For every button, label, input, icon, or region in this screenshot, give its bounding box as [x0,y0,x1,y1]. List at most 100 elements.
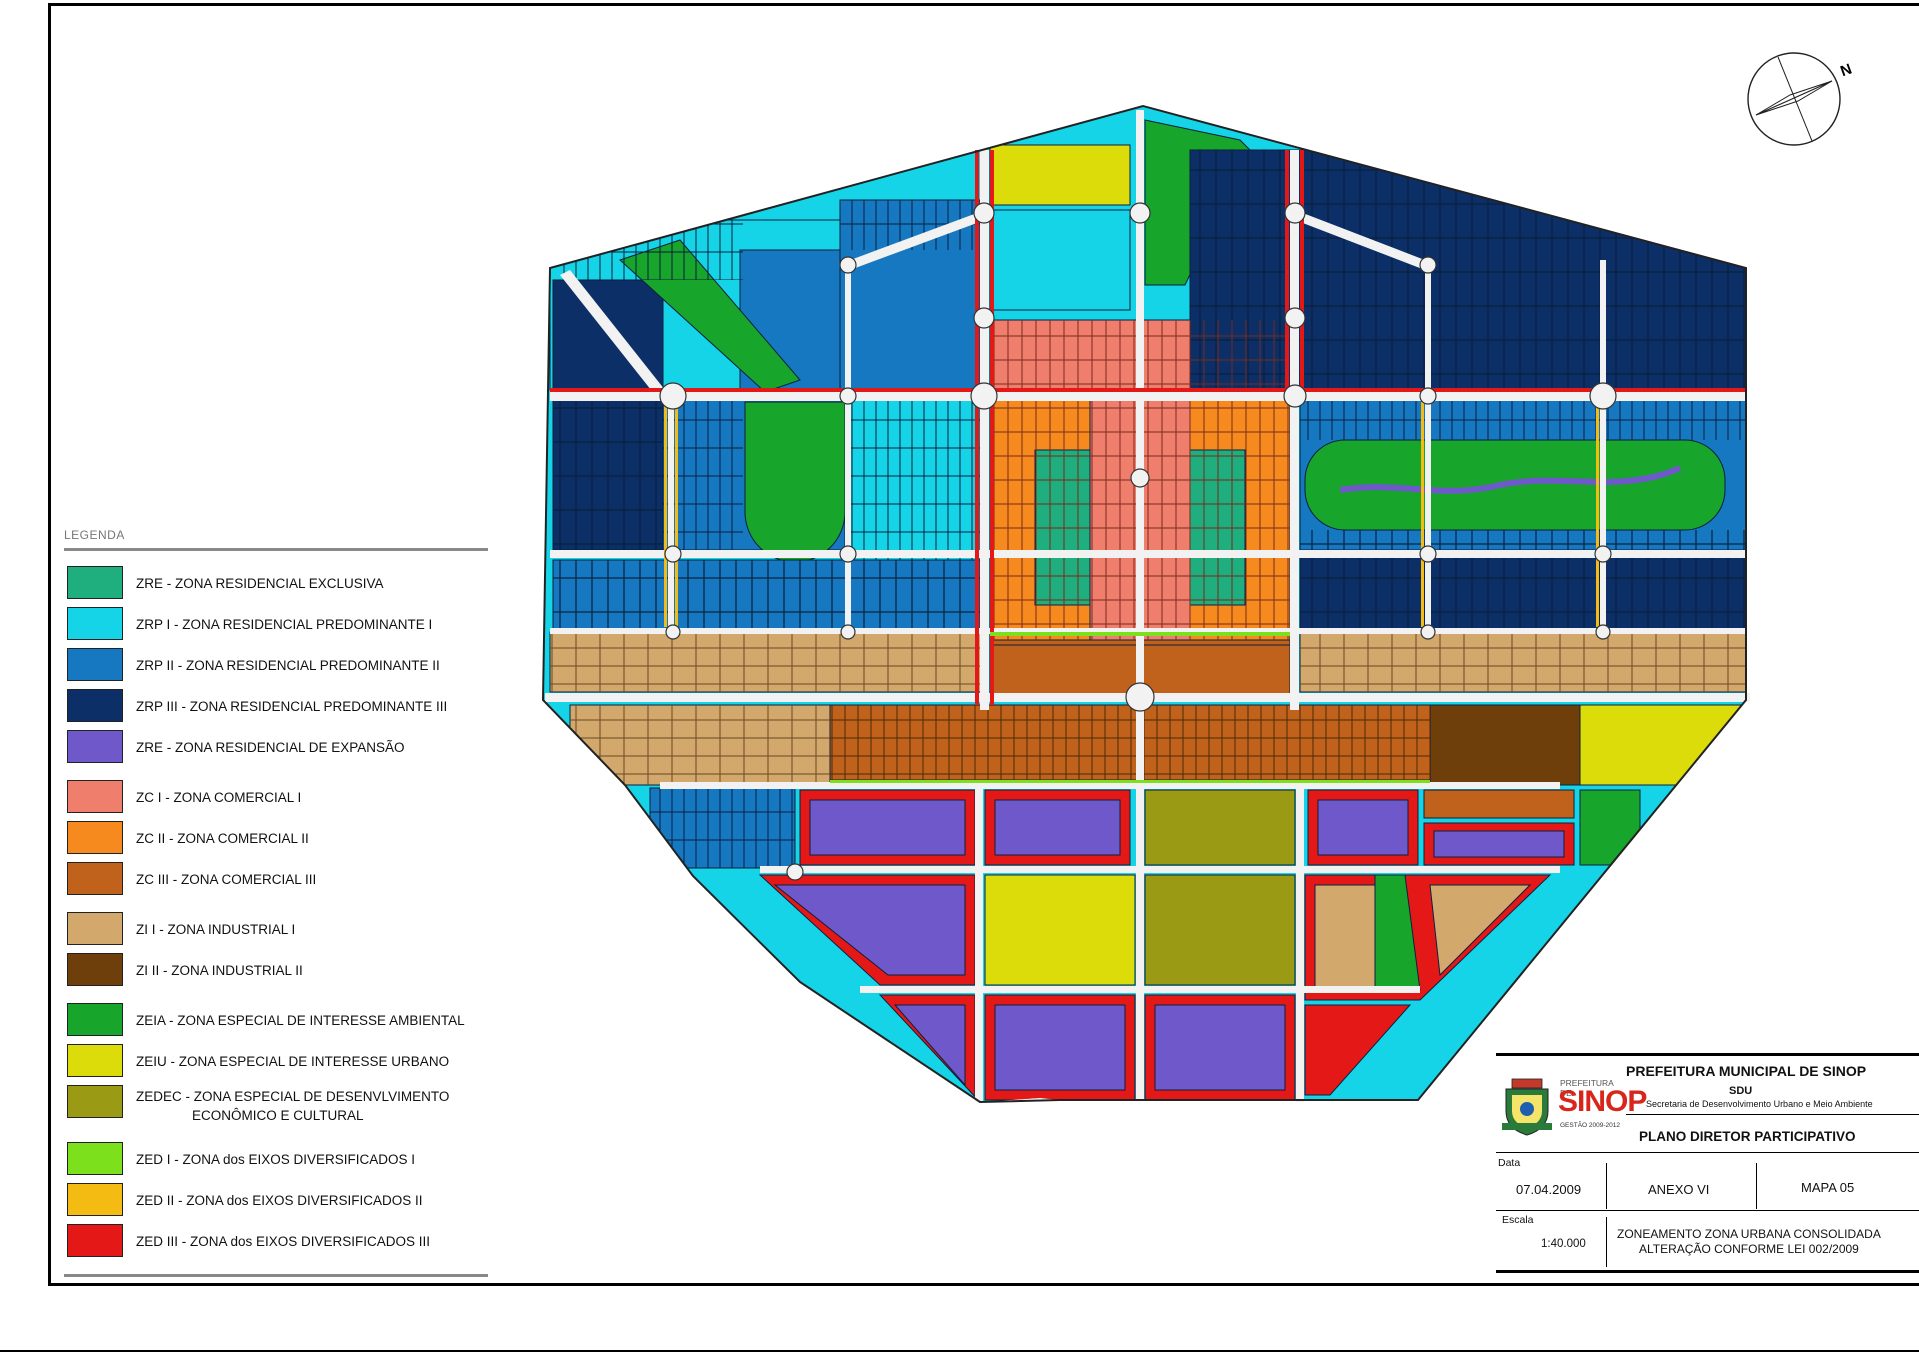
roundabout [1419,545,1437,563]
legend-label: ZED III - ZONA dos EIXOS DIVERSIFICADOS … [136,1234,431,1249]
roundabout [840,624,856,640]
title-block-rule [1626,1114,1919,1115]
legend-label: ZEDEC - ZONA ESPECIAL DE DESENVLVIMENTO … [136,1087,449,1125]
logo-term: GESTÃO 2009-2012 [1560,1122,1620,1129]
zone-zrp1-top [989,209,1131,311]
zone-zc3-small [1423,789,1575,819]
road-vertical-2 [1136,110,1144,1100]
legend: LEGENDA ZRE - ZONA RESIDENCIAL EXCLUSIVA… [64,528,488,1277]
legend-swatch [67,912,123,945]
legend-label: ZEIA - ZONA ESPECIAL DE INTERESSE AMBIEN… [136,1013,465,1028]
compass-circle [1747,52,1841,146]
title-block: PREFEITURA DE SINOP GESTÃO 2009-2012 PRE… [1496,1053,1919,1273]
legend-swatch [67,1224,123,1257]
legend-label: ZC II - ZONA COMERCIAL II [136,831,309,846]
zed3-strip-1 [975,150,979,705]
map-description-line2: ALTERAÇÃO CONFORME LEI 002/2009 [1639,1242,1859,1256]
zed3-strip-4 [1300,150,1304,400]
hatch-right-bottom [1300,530,1746,630]
roundabout [664,545,682,563]
legend-label: ZEIU - ZONA ESPECIAL DE INTERESSE URBANO [136,1054,450,1069]
hatch-residential-bottom-left [650,788,795,868]
legend-label: ZI II - ZONA INDUSTRIAL II [136,963,303,978]
roundabout [1595,624,1611,640]
compass-north-label: N [1838,61,1854,81]
logo-name: SINOP [1558,1085,1647,1118]
zone-zeia-left-park [744,401,846,563]
annex-value: ANEXO VI [1648,1182,1710,1197]
roundabout [1130,468,1150,488]
title-block-divider [1756,1163,1757,1209]
road-horizontal-3 [550,628,1746,634]
legend-swatch [67,730,123,763]
map-zones [543,106,1746,1102]
roundabout [970,382,998,410]
zed2-strip-1 [664,402,667,627]
zone-zrex-block-g [893,1004,966,1087]
legend-swatch [67,780,123,813]
roundabout [1419,256,1437,274]
zed3-strip-6 [1300,388,1746,392]
roundabout [1419,387,1437,405]
roundabout [973,202,995,224]
road-network [545,110,1750,1102]
roundabout [973,307,995,329]
compass-cross-line [1777,56,1813,142]
roundabout [1125,682,1155,712]
legend-top-rule [64,548,488,551]
sinop-logo: PREFEITURA DE SINOP GESTÃO 2009-2012 [1498,1073,1647,1137]
zone-zedec-block-a [1144,789,1296,866]
legend-label-line1: ZEDEC - ZONA ESPECIAL DE DESENVLVIMENTO [136,1089,450,1104]
road-horizontal-1 [550,392,1746,401]
page-bottom-rule [0,1350,1919,1352]
title-block-divider [1606,1217,1607,1267]
zone-zeia-right [1579,789,1641,866]
road-diagonal-corner [560,270,665,395]
road-horizontal-5 [660,782,1560,789]
legend-swatch [67,1044,123,1077]
zone-zi1-block-f [1314,884,1376,991]
zone-zrex-block-i [1154,1004,1286,1091]
hatch-zrp1-top [553,220,743,280]
zone-zrex-block-c [1317,799,1409,856]
legend-title: LEGENDA [64,528,125,542]
road-vertical-5 [1296,782,1304,1102]
zone-zrex-block-h [994,1004,1126,1091]
hatch-industrial-lower [570,705,830,785]
scale-label: Escala [1502,1214,1534,1226]
title-block-rule [1496,1152,1919,1153]
road-horizontal-2 [550,550,1746,558]
zed3-strip-3 [1285,150,1289,400]
department-full-name: Secretaria de Desenvolvimento Urbano e M… [1646,1099,1873,1109]
legend-label: ZED I - ZONA dos EIXOS DIVERSIFICADOS I [136,1152,416,1167]
road-vertical-8 [1425,260,1431,632]
zone-zrex-block-b [994,799,1121,856]
zone-zrex-block-d [1433,830,1565,858]
legend-label: ZI I - ZONA INDUSTRIAL I [136,922,296,937]
legend-swatch [67,1085,123,1118]
road-vertical-7 [845,260,851,632]
legend-label: ZC I - ZONA COMERCIAL I [136,790,302,805]
zed2-strip-2 [675,402,678,627]
hatch-lower-left [553,560,980,630]
legend-swatch [67,1142,123,1175]
legend-label: ZED II - ZONA dos EIXOS DIVERSIFICADOS I… [136,1193,423,1208]
title-block-divider [1606,1163,1607,1209]
hatch-right-top [1300,400,1746,440]
zed3-strip-5 [550,388,1290,392]
legend-label: ZRE - ZONA RESIDENCIAL DE EXPANSÃO [136,740,405,755]
roundabout [1594,545,1612,563]
road-vertical-1 [980,150,989,710]
road-vertical-3 [1290,150,1299,710]
logo-prefix: PREFEITURA DE [1560,1078,1614,1098]
hatch-commercial-lower [830,705,1430,780]
title-block-bottom-rule [1496,1270,1919,1273]
map-frame [48,3,1919,1286]
zed2-corridors [664,402,1599,627]
legend-swatch [67,953,123,986]
legend-swatch [67,689,123,722]
roundabout [839,545,857,563]
map-description-line1: ZONEAMENTO ZONA URBANA CONSOLIDADA [1617,1227,1881,1241]
plan-title: PLANO DIRETOR PARTICIPATIVO [1639,1129,1856,1144]
zone-zi2 [1429,704,1581,786]
